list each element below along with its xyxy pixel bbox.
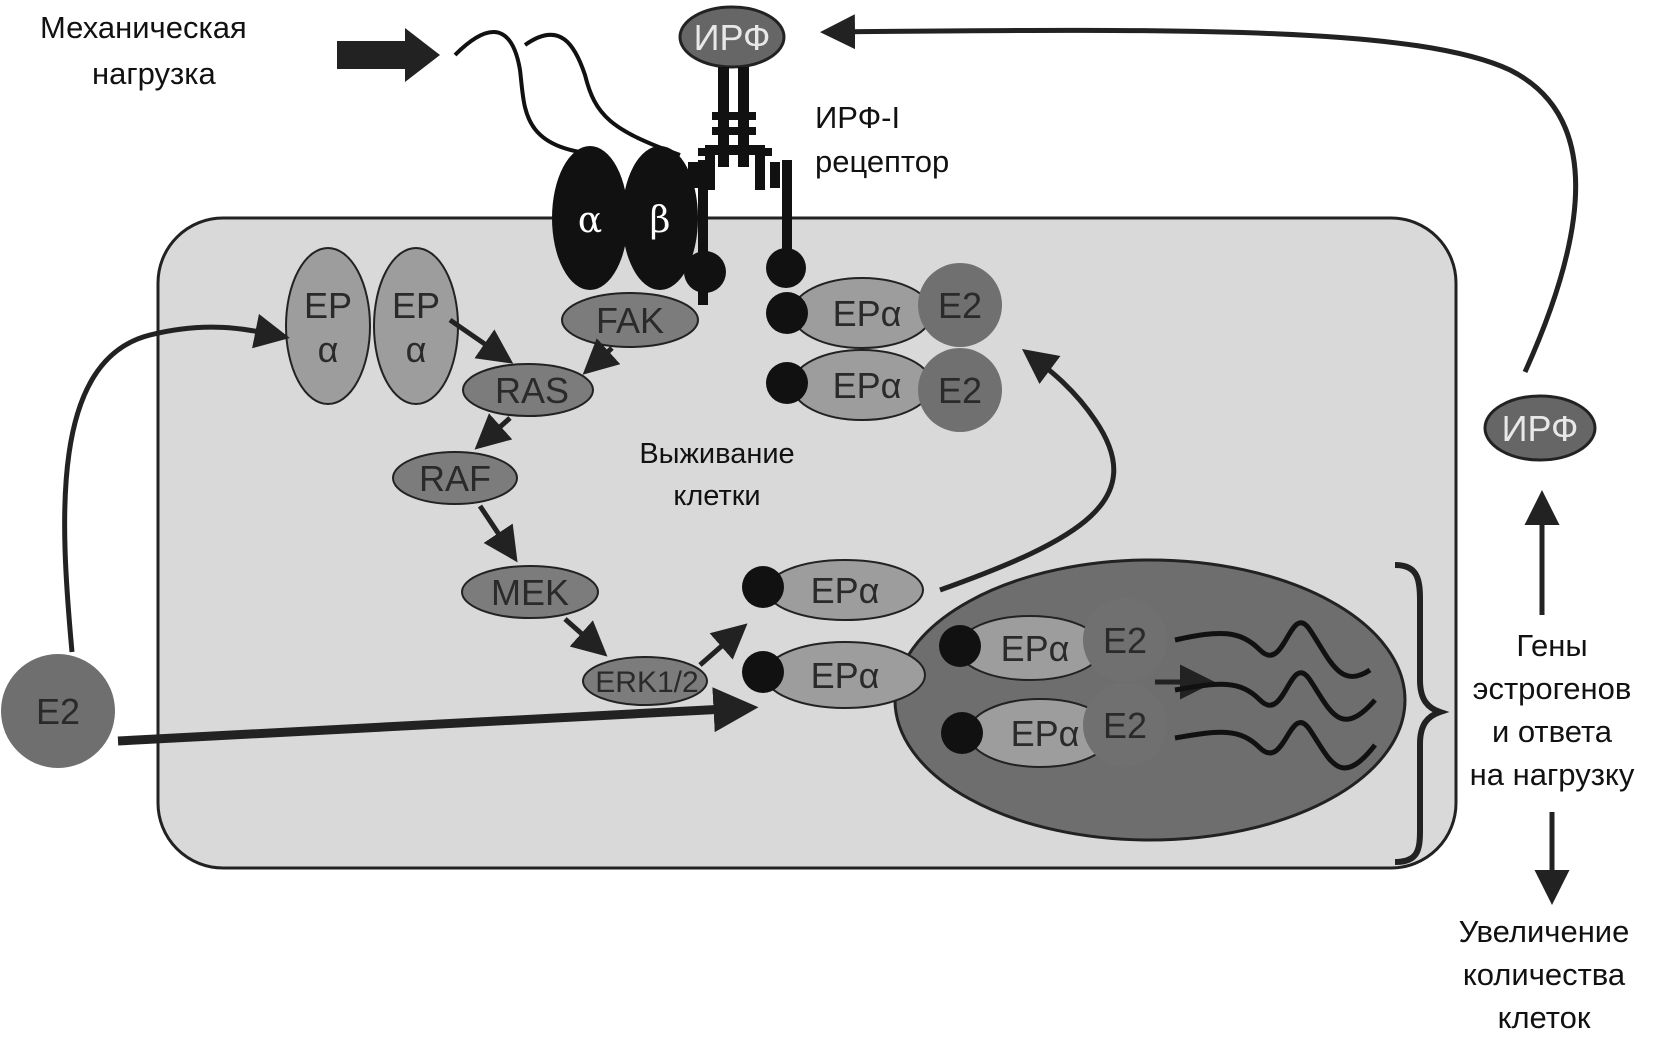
increase-label-1: Увеличение [1459, 914, 1630, 949]
cyto-p-era-2: P ЕРα [742, 641, 926, 709]
svg-text:E2: E2 [36, 691, 80, 732]
genes-label-1: Гены [1516, 628, 1587, 663]
cyto-p-era-1: P ЕРα [742, 559, 924, 621]
svg-text:RAF: RAF [419, 458, 491, 499]
integrin-alpha-label: α [578, 200, 602, 241]
svg-text:P: P [696, 257, 713, 287]
svg-text:E2: E2 [938, 285, 982, 326]
svg-text:α: α [318, 329, 339, 370]
integrin-wave-2 [523, 32, 681, 157]
survival-label-2: клетки [673, 480, 760, 512]
genes-label-3: и ответа [1492, 714, 1613, 749]
svg-text:P: P [778, 368, 795, 398]
e2-external: E2 [1, 654, 115, 768]
svg-text:P: P [778, 298, 795, 328]
receptor-phosphate-right: P [766, 248, 806, 288]
svg-text:ЕРα: ЕРα [811, 570, 880, 611]
svg-text:P: P [754, 657, 771, 687]
irf-secreted-label: ИРФ [1502, 408, 1579, 449]
membrane-era-e2-complex-1: P ЕРα E2 [766, 263, 1002, 349]
pathway-arrows [448, 317, 748, 667]
increase-label-2: количества [1463, 957, 1626, 992]
irf-feedback-arrow [820, 14, 1579, 374]
svg-text:ЕР: ЕР [304, 285, 352, 326]
integrin-alpha [552, 146, 628, 290]
mech-load-label-2: нагрузка [92, 56, 217, 91]
genes-brace [1394, 562, 1450, 865]
node-raf: RAF [392, 451, 518, 505]
node-mek: MEK [461, 565, 599, 619]
era-vertical-1: ЕР α [285, 247, 371, 405]
membrane-era-e2-complex-2: P ЕРα E2 [766, 348, 1002, 432]
increase-label-3: клеток [1498, 1000, 1591, 1035]
svg-text:P: P [953, 718, 970, 748]
era-vertical-2: ЕР α [373, 247, 459, 405]
svg-text:ЕРα: ЕРα [833, 365, 902, 406]
svg-text:FAK: FAK [596, 300, 664, 341]
e2-to-era-arrow [62, 313, 290, 653]
irf-receptor-label-2: рецептор [815, 144, 949, 179]
integrin-wave-1 [453, 30, 606, 157]
svg-text:MEK: MEK [491, 572, 569, 613]
svg-text:P: P [951, 631, 968, 661]
era-to-membrane-arrow [939, 348, 1117, 593]
svg-text:ЕРα: ЕРα [833, 293, 902, 334]
mech-load-label-1: Механическая [40, 10, 247, 45]
svg-text:ЕР: ЕР [392, 285, 440, 326]
node-erk: ERK1/2 [582, 656, 708, 706]
svg-text:α: α [406, 329, 427, 370]
node-fak: FAK [561, 292, 699, 348]
irf-ligand-label: ИРФ [694, 17, 771, 58]
integrin-beta-label: β [650, 200, 671, 241]
irf-receptor-label-1: ИРФ-I [815, 100, 900, 135]
e2-to-nucleus-arrow [117, 687, 759, 746]
nuclear-complex-1: P ЕРα E2 [939, 598, 1167, 682]
svg-text:ЕРα: ЕРα [1011, 713, 1080, 754]
svg-text:P: P [777, 253, 794, 283]
svg-text:RAS: RAS [495, 370, 569, 411]
genes-label-4: на нагрузку [1470, 757, 1635, 792]
survival-label-1: Выживание [639, 438, 794, 470]
nuclear-complex-2: P ЕРα E2 [941, 683, 1167, 768]
svg-text:ERK1/2: ERK1/2 [595, 666, 698, 699]
svg-text:E2: E2 [1103, 620, 1147, 661]
svg-text:ЕРα: ЕРα [1001, 628, 1070, 669]
irf-secreted [1483, 394, 1597, 462]
integrin-beta [622, 146, 698, 290]
irf-receptor [688, 67, 792, 305]
svg-text:E2: E2 [1103, 705, 1147, 746]
irf-ligand [678, 5, 786, 69]
genes-label-2: эстрогенов [1473, 671, 1632, 706]
gene-waves [1174, 620, 1377, 771]
svg-text:ЕРα: ЕРα [811, 655, 880, 696]
node-ras: RAS [462, 363, 594, 417]
receptor-phosphate-left: P [684, 251, 726, 293]
mech-load-arrow [337, 28, 440, 82]
svg-text:E2: E2 [938, 370, 982, 411]
svg-text:P: P [754, 572, 771, 602]
